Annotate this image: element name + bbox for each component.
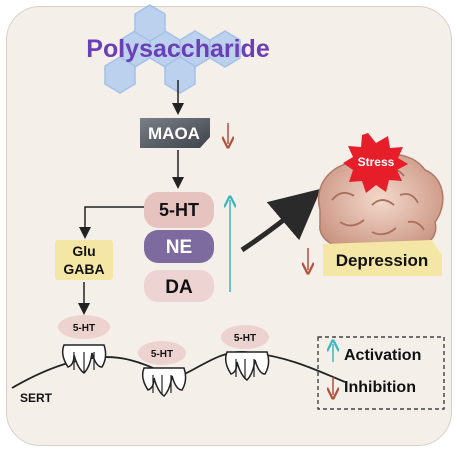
da-label: DA [165,277,193,298]
glu-gaba-box: Glu GABA [55,240,113,280]
glu-label: Glu [72,243,95,259]
maoa-box: MAOA [140,118,210,148]
ne-pill: NE [144,230,214,263]
legend: Activation Inhibition [317,336,445,410]
maoa-label: MAOA [148,124,200,143]
polysaccharide-hexagons-icon [104,4,241,94]
depression-box: Depression [323,240,442,276]
receptor-2-label: 5-HT [151,349,173,360]
sert-label: SERT [20,391,53,405]
ht-pill: 5-HT [144,192,214,228]
receptor-1-label: 5-HT [73,323,95,334]
legend-activation-label: Activation [344,347,421,364]
receptor-3-label: 5-HT [234,333,256,344]
receptor-3: 5-HT [221,325,270,381]
stress-burst-icon: Stress [343,133,408,193]
polysaccharide-title: Polysaccharide [86,35,270,63]
gaba-label: GABA [63,261,104,277]
legend-inhibition-label: Inhibition [344,379,416,396]
stress-label: Stress [358,155,395,169]
da-pill: DA [144,270,214,302]
receptor-1: 5-HT [58,315,110,374]
receptor-2: 5-HT [138,341,187,397]
arrow-to-glu-gaba [79,206,144,239]
ne-label: NE [166,237,192,258]
depression-label: Depression [336,251,429,270]
curved-arrow-to-brain [240,188,322,253]
ht-label: 5-HT [159,200,199,220]
